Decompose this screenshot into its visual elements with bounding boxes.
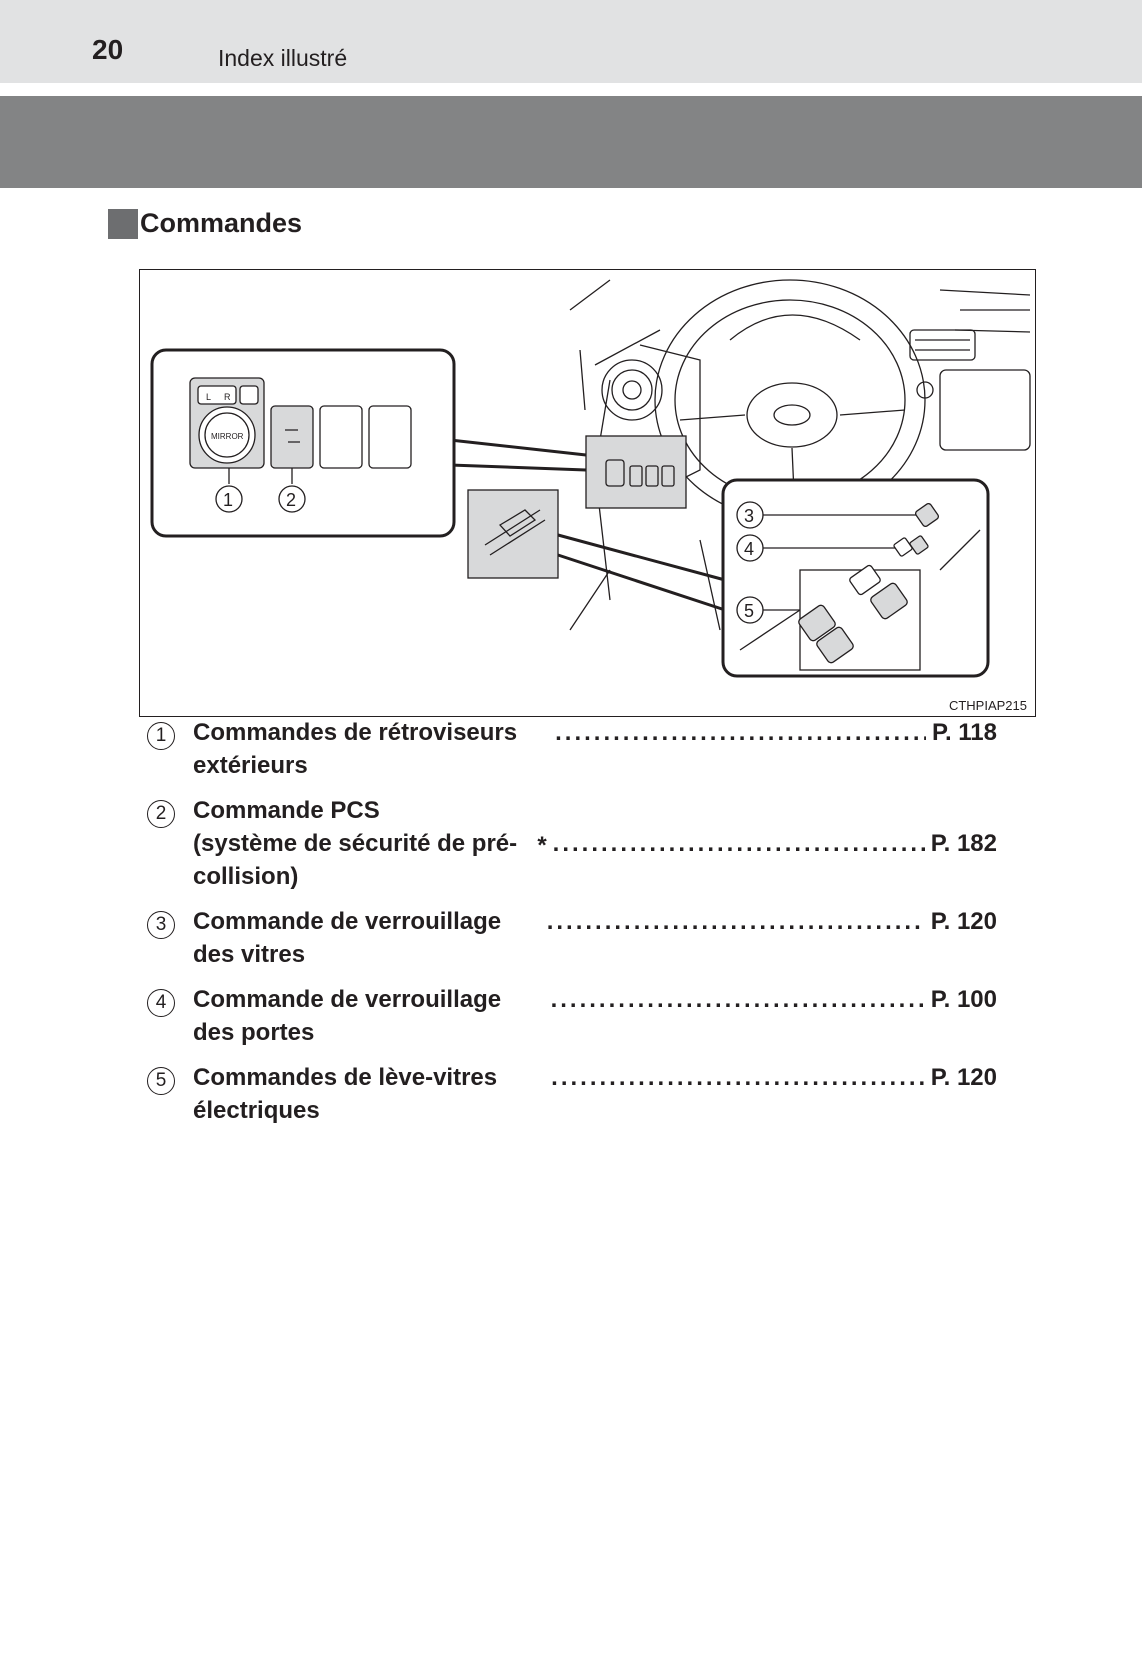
- pcs-switch-icon: [270, 405, 314, 469]
- controls-illustration: L R MIRROR 1 2 3 4 5 CTHPIAP215: [139, 269, 1036, 717]
- center-vent-icon: [909, 329, 976, 361]
- page-reference: P. 118: [932, 719, 997, 746]
- page-reference: P. 182: [930, 830, 997, 857]
- item-text: Commandes de lève-vitres électriques: [193, 1064, 498, 1124]
- item-number: 1: [147, 722, 175, 750]
- item-text: Commande PCS: [193, 797, 380, 824]
- callout-3: 3: [744, 506, 754, 526]
- mirror-r-label: R: [224, 392, 231, 402]
- callout-4: 4: [744, 539, 754, 559]
- page-reference: P. 120: [930, 1064, 997, 1091]
- item-text: Commandes de rétroviseurs extérieurs: [193, 719, 518, 779]
- item-number: 4: [147, 989, 175, 1017]
- item-text: Commande de verrouillage des vitres: [193, 908, 502, 968]
- item-number: 2: [147, 800, 175, 828]
- image-code: CTHPIAP215: [948, 698, 1027, 713]
- dashboard-drawing: L R MIRROR 1 2 3 4 5: [150, 279, 1031, 678]
- header-band: [0, 0, 1142, 83]
- callout-2: 2: [286, 490, 296, 510]
- air-vent-icon: [601, 359, 663, 421]
- item-text-continued: (système de sécurité de pré-collision): [193, 830, 518, 890]
- mirror-l-label: L: [206, 392, 211, 402]
- page-reference: P. 100: [930, 986, 997, 1013]
- mirror-label: MIRROR: [211, 432, 244, 441]
- callout-1: 1: [223, 490, 233, 510]
- chapter-band: [0, 96, 1142, 188]
- list-item: 3 Commande de verrouillage des vitres ..…: [147, 905, 997, 971]
- running-title: Index illustré: [218, 45, 348, 71]
- item-text: Commande de verrouillage des portes: [193, 986, 502, 1046]
- section-square-icon: [108, 208, 138, 239]
- section-title: Commandes: [140, 208, 303, 238]
- controls-list: 1 Commandes de rétroviseurs extérieurs .…: [147, 716, 997, 1139]
- section-heading: Commandes: [108, 208, 302, 239]
- list-item: 1 Commandes de rétroviseurs extérieurs .…: [147, 716, 997, 782]
- page-reference: P. 120: [930, 908, 997, 935]
- list-item: 4 Commande de verrouillage des portes ..…: [147, 983, 997, 1049]
- list-item: 2 Commande PCS (système de sécurité de p…: [147, 794, 997, 893]
- callout-5: 5: [744, 601, 754, 621]
- page-number: 20: [92, 34, 124, 65]
- item-number: 5: [147, 1067, 175, 1095]
- list-item: 5 Commandes de lève-vitres électriques .…: [147, 1061, 997, 1127]
- item-number: 3: [147, 911, 175, 939]
